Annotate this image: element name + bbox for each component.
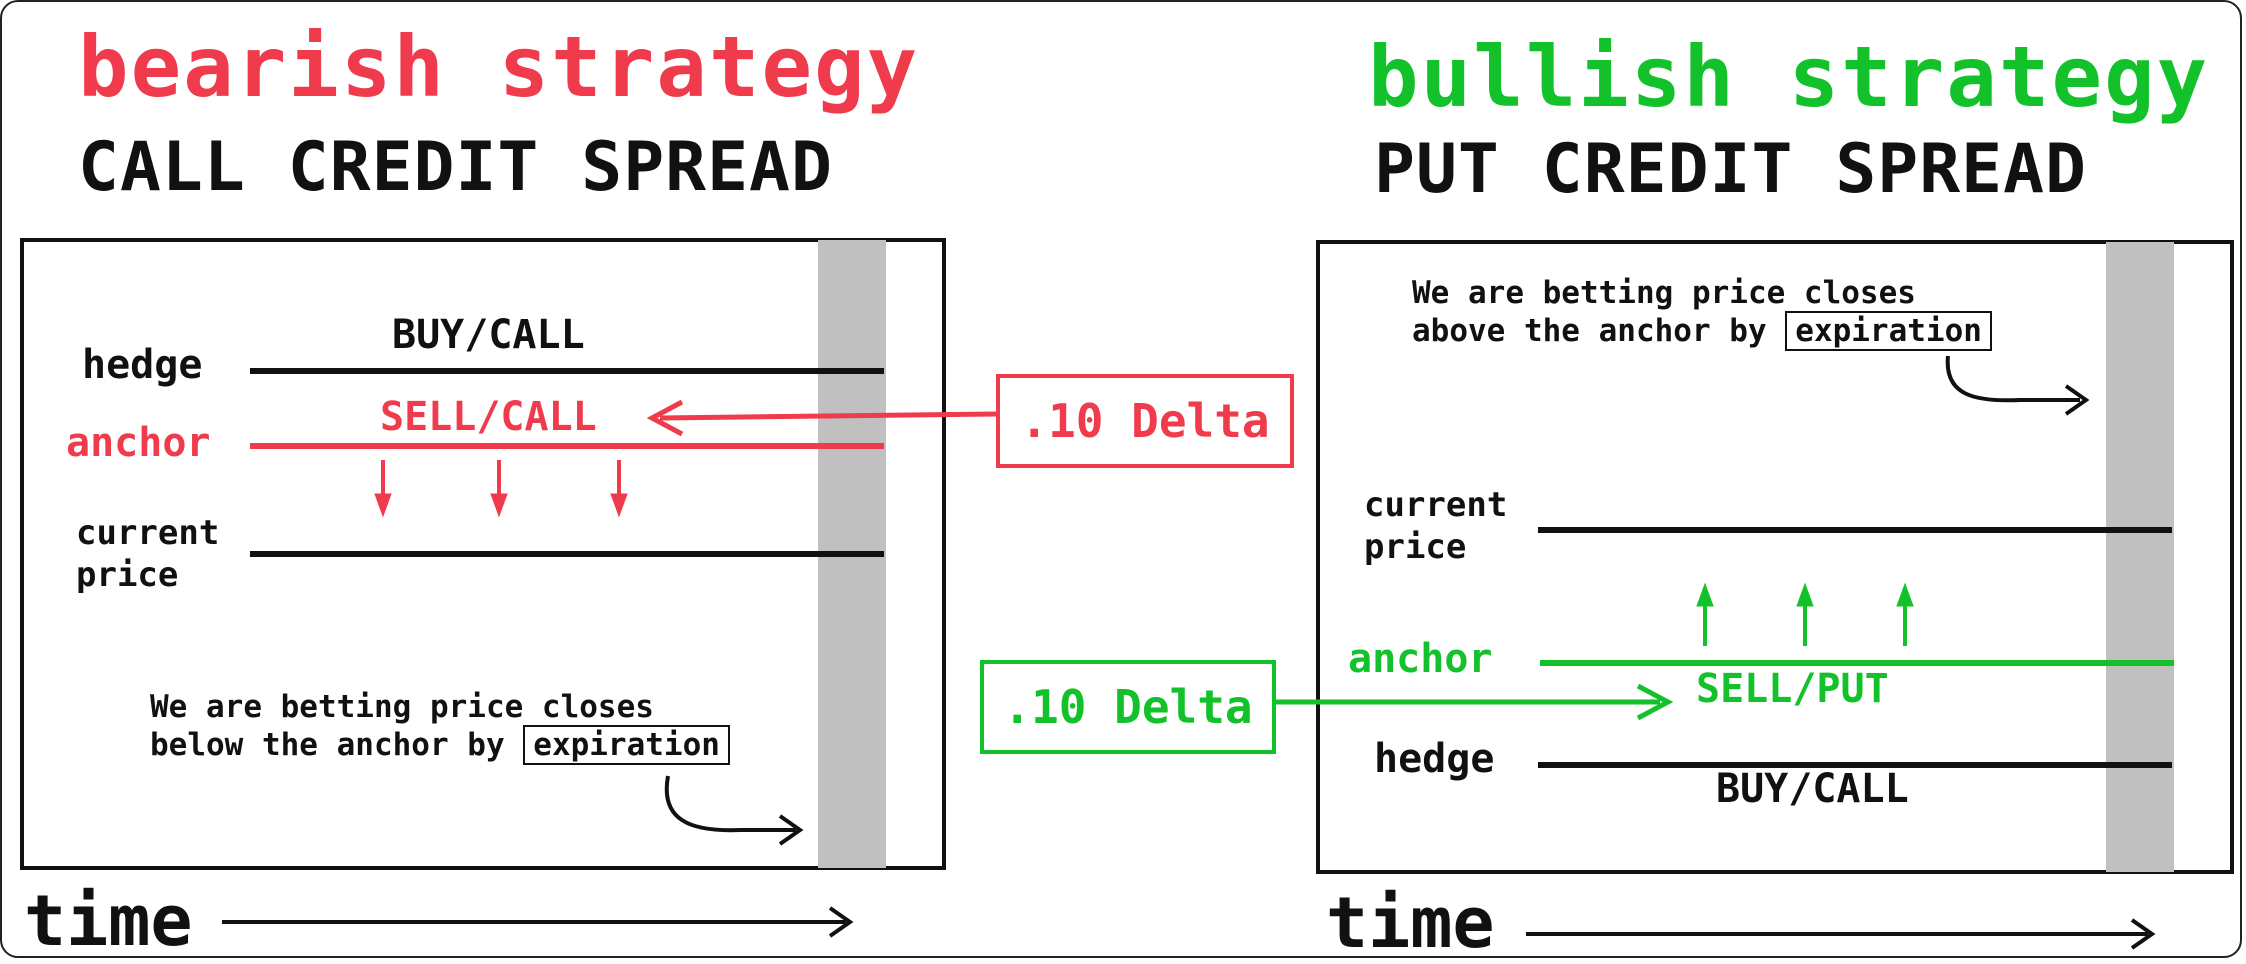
bearish-heading: bearish strategy: [78, 18, 920, 116]
bullish-sell-put-label: SELL/PUT: [1696, 666, 1889, 712]
bearish-anchor-line: [250, 443, 884, 449]
bullish-anchor-label: anchor: [1348, 636, 1493, 682]
bullish-note-line1: We are betting price closes: [1412, 275, 1916, 311]
bullish-heading: bullish strategy: [1368, 28, 2210, 126]
bullish-expiration-band: [2106, 242, 2174, 872]
bearish-hedge-label: hedge: [82, 342, 203, 388]
bearish-current-price-label: current price: [76, 513, 220, 595]
bullish-subheading: PUT CREDIT SPREAD: [1374, 130, 2087, 209]
bearish-time-label: time: [24, 880, 193, 962]
bearish-note-prefix: below the anchor by: [150, 727, 505, 763]
bearish-note-line1: We are betting price closes: [150, 689, 654, 725]
bearish-delta-box: .10 Delta: [996, 374, 1294, 468]
bullish-time-label: time: [1326, 882, 1495, 964]
bullish-buy-call-label: BUY/CALL: [1716, 766, 1909, 812]
bearish-note-line2: below the anchor by expiration: [150, 725, 730, 765]
bearish-subheading: CALL CREDIT SPREAD: [78, 128, 833, 207]
bearish-current-price-line: [250, 551, 884, 557]
bearish-expiration-box: expiration: [523, 725, 730, 765]
bullish-panel: [1316, 240, 2234, 874]
bullish-anchor-line: [1540, 660, 2174, 666]
bullish-expiration-box: expiration: [1785, 311, 1992, 351]
bullish-current-price-label: current price: [1364, 485, 1508, 567]
bullish-current-price-line: [1538, 527, 2172, 533]
bullish-note-line2: above the anchor by expiration: [1412, 311, 1992, 351]
bearish-buy-call-label: BUY/CALL: [392, 312, 585, 358]
bullish-hedge-line: [1538, 762, 2172, 768]
bearish-anchor-label: anchor: [66, 420, 211, 466]
bullish-delta-box: .10 Delta: [980, 660, 1276, 754]
bullish-hedge-label: hedge: [1374, 736, 1495, 782]
bullish-note-prefix: above the anchor by: [1412, 313, 1767, 349]
bearish-sell-call-label: SELL/CALL: [380, 394, 597, 440]
bearish-hedge-line: [250, 368, 884, 374]
